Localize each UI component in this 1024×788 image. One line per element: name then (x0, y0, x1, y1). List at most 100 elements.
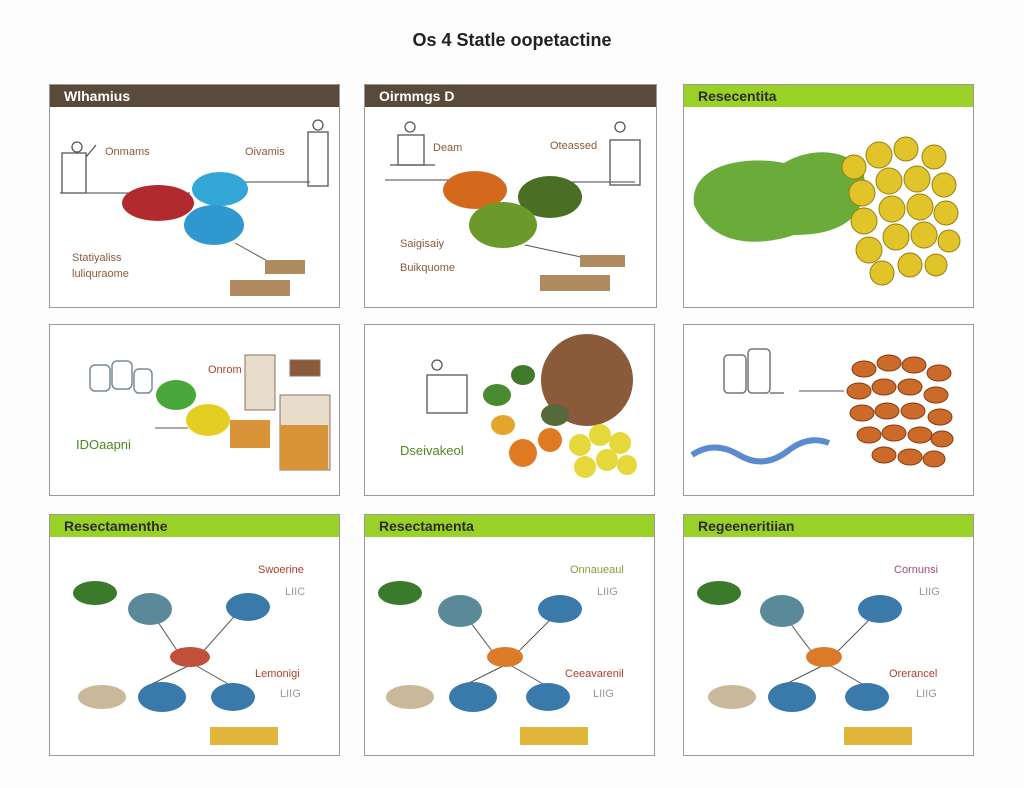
person-icon (426, 359, 468, 414)
label: Dseivakeol (400, 443, 464, 458)
granule-orange (487, 647, 523, 667)
label: Saigisaiy (400, 238, 445, 250)
granule-cluster-gold (844, 727, 912, 745)
label: Onrom (208, 364, 242, 376)
page-title: Os 4 Statle oopetactine (412, 30, 612, 50)
label: Lemonigi (255, 668, 300, 680)
panel-9: Regeeneritiian Cornunsi LIIG Orerancel L… (683, 514, 974, 756)
label: luliquraome (72, 268, 129, 280)
protein-blob-blue (768, 682, 816, 712)
person-icon (609, 121, 641, 186)
fruit-icon (491, 415, 515, 435)
label: Cornunsi (894, 564, 938, 576)
label: IDOaapni (76, 437, 131, 452)
panel-3: Resecentita (683, 84, 974, 308)
diagram-6 (690, 348, 954, 468)
label: LIIC (285, 586, 305, 598)
granule-cluster-gold (841, 136, 961, 286)
protein-blob-red (122, 185, 194, 221)
diagram-4: Onrom IDOaapni (76, 354, 331, 471)
protein-blob-blue (184, 205, 244, 245)
stone-icon (708, 685, 756, 709)
protein-blob-blue (449, 682, 497, 712)
structure-icon (540, 255, 625, 291)
panel-header: Resectamenta (365, 515, 654, 537)
fruit-icon (509, 439, 537, 467)
label: Onnaueaul (570, 564, 624, 576)
protein-blob-green (156, 380, 196, 410)
fruit-cluster-icon (569, 424, 637, 478)
protein-blob-blue (538, 595, 582, 623)
molecule-outline-icon (89, 360, 153, 394)
granule-cluster-gold (210, 727, 278, 745)
seed-sphere-icon (541, 334, 633, 426)
diagram-2: Deam Oteassed Saigisaiy Buikquome (385, 121, 641, 291)
panel-header: Wlhamius (50, 85, 339, 107)
person-icon (61, 141, 97, 194)
label: Swoerine (258, 564, 304, 576)
structure-icon (230, 260, 305, 296)
diagram-3 (693, 136, 961, 286)
panel-7: Resectamenthe Swoerine LIIC Lemonigi LII… (49, 514, 340, 756)
panel-4: Onrom IDOaapni (49, 324, 340, 496)
label: Statiyaliss (72, 252, 122, 264)
panel-header: Regeeneritiian (684, 515, 973, 537)
label: Orerancel (889, 668, 937, 680)
protein-blob-blue (192, 172, 248, 206)
granule-cluster-orange (230, 420, 328, 470)
dna-strand-icon (690, 437, 831, 465)
label: LIIG (916, 688, 937, 700)
protein-blob-blue (845, 683, 889, 711)
panel-6 (683, 324, 974, 496)
stone-icon (386, 685, 434, 709)
tree-icon (697, 581, 741, 605)
person-icon (307, 119, 329, 187)
protein-blob-teal (128, 593, 172, 625)
protein-blob-orange (443, 171, 507, 209)
label: LIIG (919, 586, 940, 598)
panel-header: Resectamenthe (50, 515, 339, 537)
tree-icon (378, 581, 422, 605)
tree-icon (73, 581, 117, 605)
stone-icon (78, 685, 126, 709)
label: Ceeavarenil (565, 668, 624, 680)
protein-blob-blue (226, 593, 270, 621)
diagram-1: Onmams Oivamis Statiyaliss luliquraome (60, 119, 329, 296)
diagram-7: Swoerine LIIC Lemonigi LIIG (73, 564, 305, 745)
protein-blob-yellow (186, 404, 230, 436)
protein-blob-green (469, 202, 537, 248)
protein-blob-teal (438, 595, 482, 627)
panel-8: Resectamenta Onnaueaul LIIG Ceeavarenil … (364, 514, 655, 756)
tissue-blob-green (693, 152, 865, 242)
label: Deam (433, 142, 462, 154)
label: Oteassed (550, 140, 597, 152)
granule-cluster-orange (846, 354, 954, 468)
label: LIIG (280, 688, 301, 700)
label: LIIG (593, 688, 614, 700)
protein-blob-blue (211, 683, 255, 711)
protein-blob-teal (760, 595, 804, 627)
vegetable-icon (483, 384, 511, 406)
diagram-9: Cornunsi LIIG Orerancel LIIG (697, 564, 940, 745)
panel-2: Oirmmgs D Deam Oteassed Saigisaiy Buikqu… (364, 84, 657, 308)
granule-orange (806, 647, 842, 667)
label: Onmams (105, 146, 150, 158)
diagram-5: Dseivakeol (400, 334, 637, 478)
panel-5: Dseivakeol (364, 324, 655, 496)
label: Oivamis (245, 146, 285, 158)
protein-blob-darkgreen (518, 176, 582, 218)
panel-header: Oirmmgs D (365, 85, 656, 107)
protein-blob-blue (858, 595, 902, 623)
person-icon (390, 121, 435, 166)
protein-blob-blue (526, 683, 570, 711)
granule-cluster-gold (520, 727, 588, 745)
vegetable-icon (511, 365, 535, 385)
molecule-outline-icon (723, 348, 784, 394)
protein-blob-blue (138, 682, 186, 712)
label: LIIG (597, 586, 618, 598)
panel-header: Resecentita (684, 85, 973, 107)
vegetable-icon (541, 404, 569, 426)
fruit-icon (538, 428, 562, 452)
label: Buikquome (400, 262, 455, 274)
diagram-8: Onnaueaul LIIG Ceeavarenil LIIG (378, 564, 624, 745)
